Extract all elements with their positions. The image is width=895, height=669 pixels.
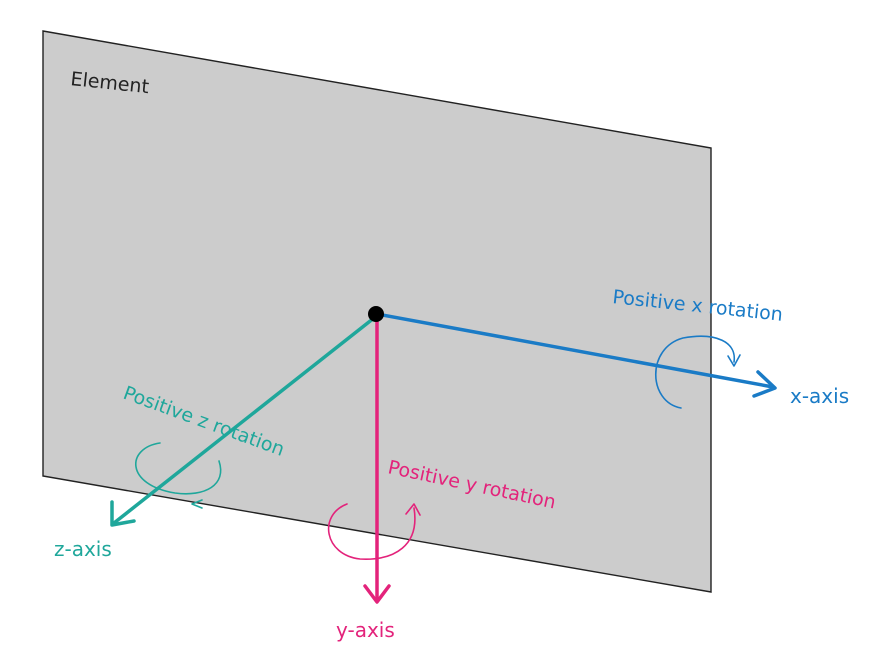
y-axis-arrowhead: [363, 584, 391, 604]
z-axis-label: z-axis: [54, 537, 112, 561]
x-axis-line: [375, 312, 775, 389]
z-rotation-arrowhead: [191, 499, 203, 509]
y-rotation-arrow: [327, 503, 416, 560]
x-rotation-arrow: [654, 335, 735, 409]
z-axis-arrowhead: [110, 500, 136, 527]
y-axis-label: y-axis: [336, 618, 395, 642]
x-axis-arrowhead: [752, 370, 777, 398]
x-rotation-arrowhead: [727, 354, 741, 367]
y-rotation-arrowhead: [405, 503, 421, 516]
z-rotation-arrow: [135, 442, 222, 495]
x-axis-label: x-axis: [790, 384, 849, 408]
origin-point: [368, 306, 384, 322]
